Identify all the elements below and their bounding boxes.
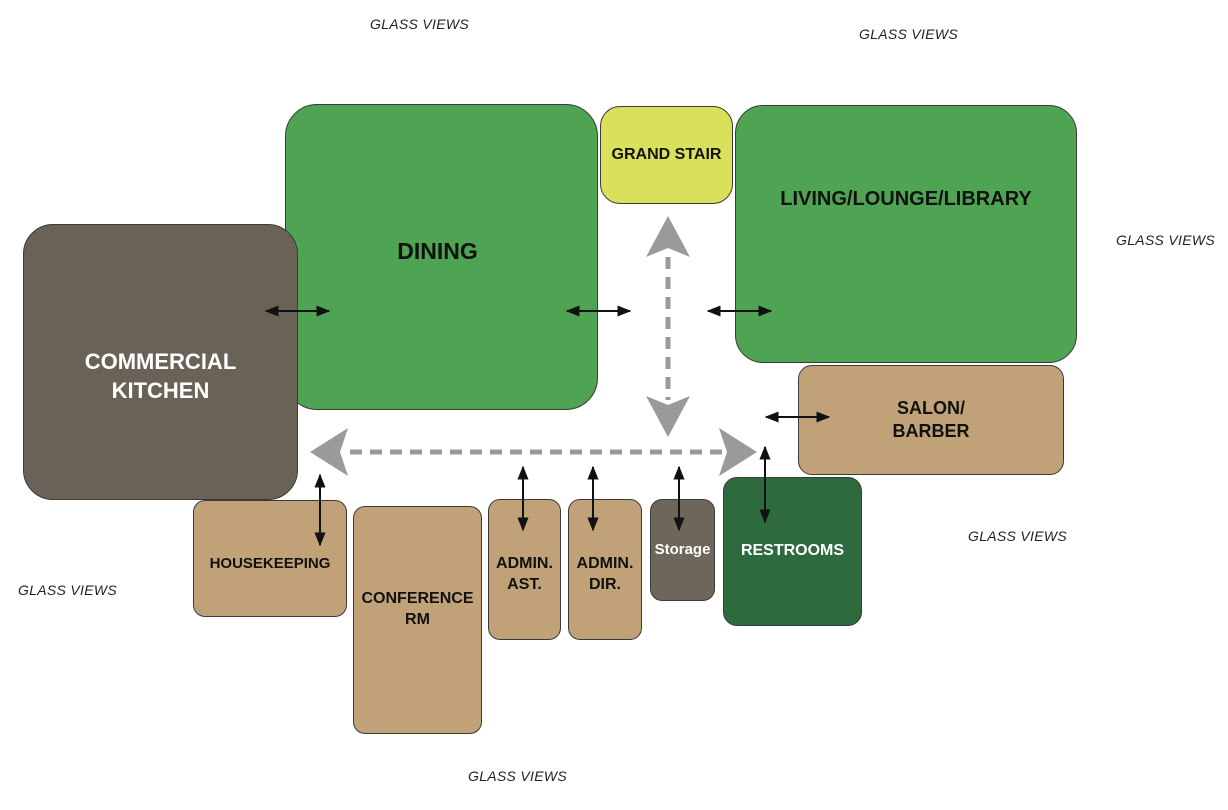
room-dining: DINING xyxy=(285,104,598,410)
glass-views-note-right: GLASS VIEWS xyxy=(1116,232,1215,248)
room-conference-rm: CONFERENCE RM xyxy=(353,506,482,734)
room-salon-barber: SALON/ BARBER xyxy=(798,365,1064,475)
room-dining-label: DINING xyxy=(397,238,478,265)
room-commercial-kitchen-label: COMMERCIAL KITCHEN xyxy=(84,349,237,403)
room-grand-stair: GRAND STAIR xyxy=(600,106,733,204)
circulation-arrowhead-up xyxy=(646,216,690,257)
room-storage-label: Storage xyxy=(654,541,711,559)
room-restrooms-label: RESTROOMS xyxy=(740,542,845,560)
room-restrooms: RESTROOMS xyxy=(723,477,862,626)
circulation-path xyxy=(310,216,757,476)
room-living-lounge-library-label: LIVING/LOUNGE/LIBRARY xyxy=(780,188,1032,210)
glass-views-note-top-right: GLASS VIEWS xyxy=(859,26,958,42)
room-grand-stair-label: GRAND STAIR xyxy=(611,145,722,163)
glass-views-note-middle-right: GLASS VIEWS xyxy=(968,528,1067,544)
room-housekeeping-label: HOUSEKEEPING xyxy=(209,554,331,572)
room-living-lounge-library: LIVING/LOUNGE/LIBRARY xyxy=(735,105,1077,363)
circulation-arrowhead-down xyxy=(646,396,690,437)
glass-views-note-top-left: GLASS VIEWS xyxy=(370,16,469,32)
glass-views-note-bottom: GLASS VIEWS xyxy=(468,768,567,784)
circulation-arrowhead-right xyxy=(719,428,757,476)
circulation-arrowhead-left xyxy=(310,428,348,476)
room-commercial-kitchen: COMMERCIAL KITCHEN xyxy=(23,224,298,500)
room-conference-rm-label: CONFERENCE RM xyxy=(361,590,474,628)
room-salon-barber-label: SALON/ BARBER xyxy=(892,397,970,441)
room-admin-dir-label: ADMIN. DIR. xyxy=(576,554,634,593)
room-admin-ast-label: ADMIN. AST. xyxy=(496,554,553,593)
glass-views-note-left: GLASS VIEWS xyxy=(18,582,117,598)
adjacency-arrows xyxy=(264,305,831,547)
room-admin-dir: ADMIN. DIR. xyxy=(568,499,642,640)
